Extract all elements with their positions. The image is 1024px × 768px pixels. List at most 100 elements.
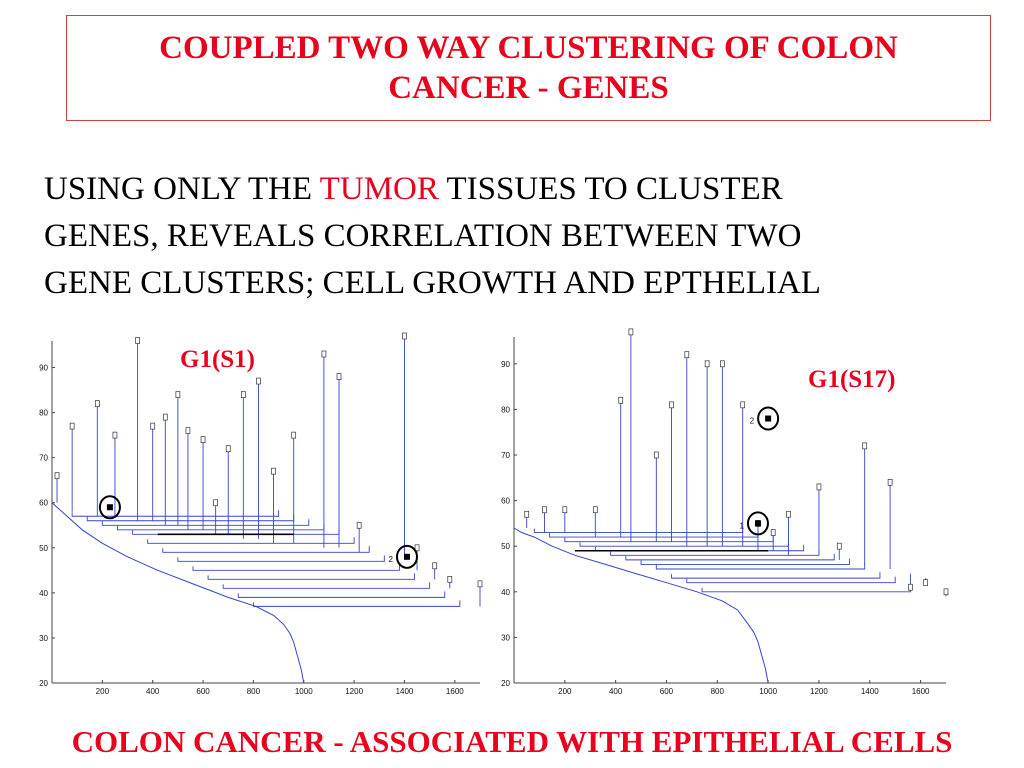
leaf-box: [740, 401, 746, 409]
slide-title-line-2: CANCER - GENES: [388, 70, 669, 106]
cluster-level-line: [671, 572, 881, 579]
x-tick-label: 400: [146, 687, 160, 696]
leaf-box: [524, 510, 530, 518]
x-tick-label: 1200: [345, 687, 363, 696]
leaf-box: [256, 377, 261, 385]
cluster-level-line: [86, 514, 295, 522]
slide-footer: COLON CANCER - ASSOCIATED WITH EPITHELIA…: [71, 724, 953, 759]
cluster-level-line: [701, 585, 911, 593]
leaf-box: [271, 467, 276, 475]
x-tick-label: 600: [196, 687, 210, 696]
marker-center: [765, 415, 772, 422]
leaf-box: [770, 529, 776, 536]
x-tick-label: 200: [96, 687, 110, 696]
x-tick-label: 1400: [861, 687, 879, 696]
description-line-2: GENES, REVEALS CORRELATION BETWEEN TWO: [44, 218, 802, 254]
x-tick-label: 1200: [810, 687, 828, 696]
description-line-1-end: TISSUES TO CLUSTER: [438, 171, 783, 207]
leaf-box: [628, 328, 634, 336]
leaf-box: [618, 396, 624, 404]
leaf-box: [447, 575, 453, 583]
marker-label: 2: [389, 555, 394, 564]
main-dendrogram-curve: [513, 527, 769, 684]
x-tick-label: 800: [247, 687, 261, 696]
y-tick-label: 50: [501, 542, 510, 551]
leaf-box: [684, 351, 690, 359]
cluster-level-line: [686, 576, 896, 584]
y-tick-label: 70: [39, 454, 48, 463]
description-line-1-start: USING ONLY THE: [44, 171, 320, 207]
cluster-level-line: [117, 523, 325, 531]
x-tick-label: 1600: [912, 687, 930, 696]
leaf-box: [414, 544, 420, 552]
circled-cluster-marker: [98, 495, 121, 520]
x-tick-label: 1000: [759, 687, 777, 696]
x-tick-label: 1600: [446, 687, 464, 696]
y-tick-label: 80: [39, 409, 48, 418]
cluster-level-line: [564, 535, 774, 543]
cluster-level-line: [207, 573, 415, 580]
leaf-box: [887, 479, 893, 486]
leaf-box: [402, 332, 407, 340]
leaf-box: [669, 401, 674, 409]
y-tick-label: 30: [501, 633, 510, 642]
slide-title-box: COUPLED TWO WAY CLUSTERING OF COLON CANC…: [66, 15, 991, 121]
leaf-box: [150, 422, 156, 430]
leaf-box: [240, 391, 246, 398]
cluster-level-line: [162, 546, 370, 553]
cluster-level-line: [101, 519, 310, 526]
circled-cluster-marker: [757, 406, 780, 431]
x-tick-label: 400: [609, 687, 623, 696]
cluster-level-line: [594, 544, 805, 552]
leaf-box: [162, 413, 168, 421]
cluster-level-line: [192, 564, 400, 571]
chart-label: G1(S17): [808, 366, 896, 393]
y-tick-label: 20: [39, 679, 48, 688]
x-tick-label: 600: [660, 687, 674, 696]
leaf-box: [175, 391, 181, 398]
leaf-box: [225, 445, 231, 453]
leaf-box: [923, 579, 929, 587]
leaf-box: [54, 472, 60, 480]
leaf-box: [704, 360, 710, 368]
leaf-box: [336, 373, 342, 380]
leaf-box: [69, 422, 75, 430]
tumor-highlight: TUMOR: [319, 171, 439, 207]
leaf-box: [185, 427, 191, 434]
leaf-box: [720, 360, 725, 368]
x-tick-label: 1400: [396, 687, 414, 696]
cluster-level-line: [655, 563, 866, 570]
leaf-box: [943, 588, 949, 596]
cluster-level-line: [640, 558, 850, 565]
y-tick-label: 80: [501, 405, 510, 414]
marker-center: [403, 553, 410, 560]
leaf-box: [112, 431, 118, 439]
leaf-box: [836, 542, 842, 550]
leaf-box: [200, 436, 206, 443]
leaf-box: [432, 562, 438, 570]
marker-label: 2: [750, 417, 755, 426]
slide-description: USING ONLY THE TUMOR TISSUES TO CLUSTER …: [44, 166, 1004, 307]
leaf-box: [135, 337, 140, 344]
leaf-box: [862, 442, 868, 450]
x-tick-label: 1000: [295, 687, 313, 696]
leaf-box: [477, 580, 483, 588]
marker-center: [106, 504, 113, 511]
y-tick-label: 60: [501, 497, 510, 506]
cluster-level-line: [222, 582, 431, 589]
y-tick-label: 30: [39, 634, 48, 643]
main-dendrogram-curve: [51, 502, 305, 684]
chart-label: G1(S1): [180, 346, 255, 373]
y-tick-label: 60: [39, 499, 48, 508]
leaf-box: [908, 583, 913, 591]
cluster-level-line: [252, 600, 461, 607]
y-tick-label: 90: [39, 364, 48, 373]
cluster-level-line: [533, 526, 744, 533]
description-line-3: GENE CLUSTERS; CELL GROWTH AND EPTHELIAL: [44, 265, 821, 301]
y-tick-label: 90: [501, 360, 510, 369]
leaf-box: [356, 521, 362, 529]
y-tick-label: 20: [501, 679, 510, 688]
cluster-level-line: [71, 510, 280, 517]
marker-center: [754, 520, 761, 527]
